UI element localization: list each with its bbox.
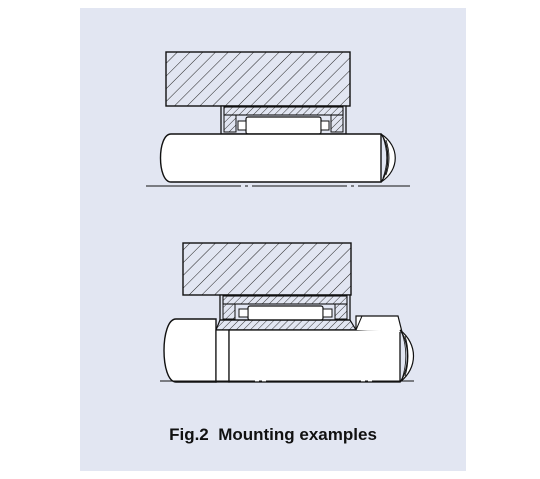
bottom-housing [182, 242, 352, 296]
bottom-bearing [219, 294, 351, 321]
bottom-inner-sleeve [215, 319, 358, 331]
figure-caption: Fig.2 Mounting examples [169, 425, 377, 444]
top-shaft [146, 133, 410, 187]
top-bearing [220, 105, 347, 135]
top-mounting-example [146, 51, 410, 187]
bottom-mounting-example [160, 242, 414, 383]
top-housing [165, 51, 351, 107]
bottom-shaft [160, 315, 414, 383]
